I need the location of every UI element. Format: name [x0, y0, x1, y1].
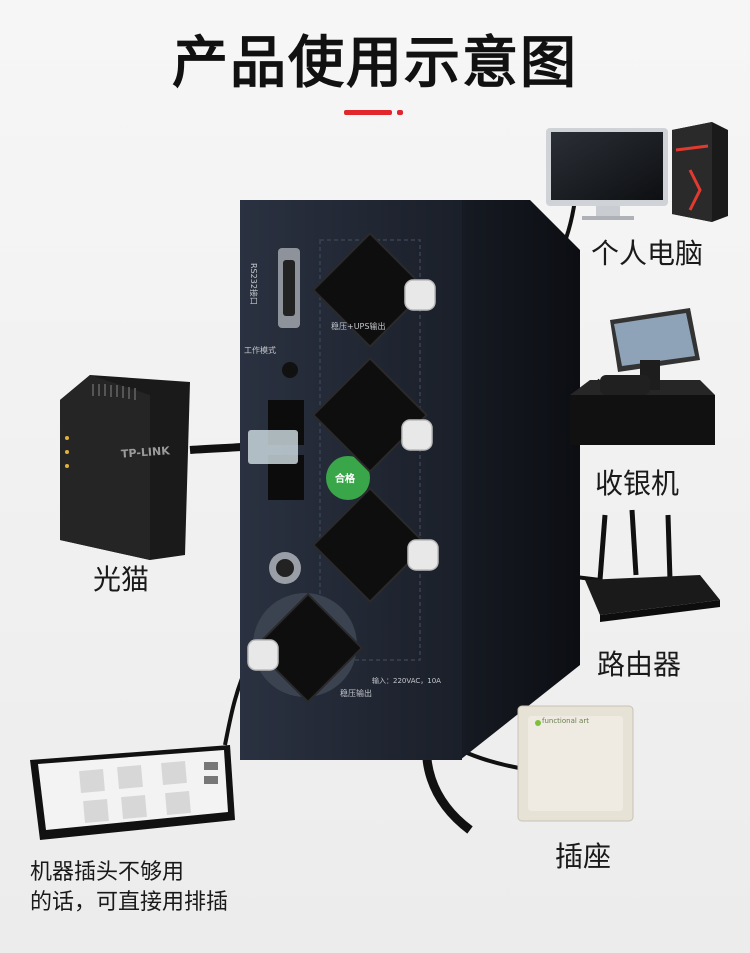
cert-sticker — [326, 456, 370, 500]
note-line-2: 的话，可直接用排插 — [30, 890, 229, 915]
socket-1 — [312, 232, 428, 348]
rs232-label: RS232接口 — [249, 263, 258, 305]
input-spec-label: 输入：220VAC，10A — [372, 677, 441, 685]
socket-2 — [312, 357, 428, 473]
socket-3 — [312, 487, 428, 603]
power-strip — [30, 745, 235, 840]
note-line-1: 机器插头不够用 — [30, 860, 185, 885]
plug-3 — [407, 539, 439, 571]
plug-2 — [401, 419, 433, 451]
router — [585, 509, 720, 622]
wall-outlet — [517, 705, 634, 822]
label-pc: 个人电脑 — [591, 237, 704, 270]
label-router: 路由器 — [597, 648, 682, 681]
ups-output-label: 稳压+UPS输出 — [331, 322, 386, 331]
ups-sockets — [252, 232, 428, 704]
socket-panel-brand: functional art — [542, 717, 589, 725]
pc-monitor — [546, 128, 668, 220]
label-modem: 光猫 — [93, 563, 150, 596]
rj45-plug — [248, 430, 298, 464]
work-mode-label: 工作模式 — [244, 346, 276, 355]
power-strip-note: 机器插头不够用 的话，可直接用排插 — [30, 858, 228, 918]
socket-4 — [252, 592, 364, 704]
label-outlet: 插座 — [555, 840, 612, 873]
title-underline-dot — [397, 110, 403, 115]
mode-switch — [282, 362, 298, 378]
cash-register — [570, 308, 715, 445]
pc-tower — [672, 122, 728, 222]
plug-4 — [247, 639, 279, 671]
cert-label: 合格 — [335, 474, 355, 485]
regulated-output-label: 稳压输出 — [340, 689, 372, 698]
plug-1 — [404, 279, 436, 311]
page-title: 产品使用示意图 — [172, 31, 578, 96]
label-cash-register: 收银机 — [595, 467, 680, 500]
title-underline — [344, 110, 392, 115]
modem — [60, 375, 190, 560]
